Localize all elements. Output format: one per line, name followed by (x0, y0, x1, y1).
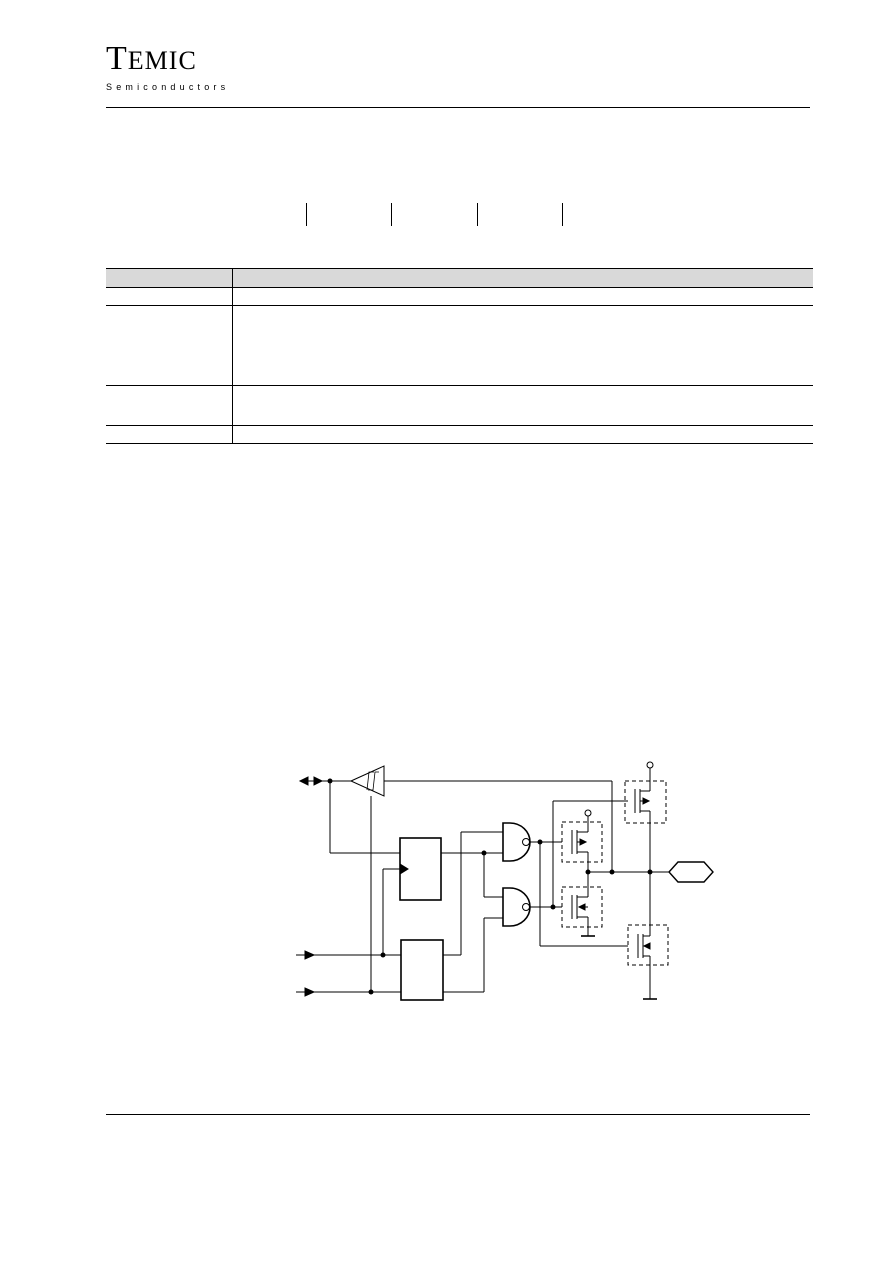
tab-stop-mark (391, 203, 392, 226)
inverter-bubble (522, 838, 530, 846)
brand-initial: T (106, 40, 128, 77)
table-cell (106, 425, 233, 444)
inverter-bubble (522, 903, 530, 911)
vdd-terminal-icon (646, 761, 654, 769)
mosfet-box (627, 924, 669, 966)
table-cell (106, 385, 233, 426)
table-header-row (106, 268, 813, 288)
footer-rule (106, 1114, 810, 1115)
schmitt-trigger-buffer (349, 765, 385, 797)
brand-name: TEMIC (106, 42, 229, 78)
brand-rest: EMIC (127, 46, 197, 75)
brand-subtitle: Semiconductors (106, 82, 230, 92)
output-pad-icon (668, 861, 714, 883)
mosfet-box (561, 821, 603, 863)
input-arrow-icon (304, 987, 316, 997)
junction-dots (327, 778, 653, 995)
nand-gate (502, 822, 531, 862)
table-cell (106, 305, 233, 386)
table-header-cell (232, 268, 813, 288)
input-arrow-icon (304, 950, 316, 960)
tab-stop-mark (562, 203, 563, 226)
description-table (106, 268, 813, 444)
bidirectional-arrow-icon (298, 776, 330, 786)
clock-input-marker (399, 863, 409, 875)
vdd-terminal-icon (584, 809, 592, 817)
nand-gate (502, 887, 531, 927)
latch-block (400, 939, 444, 1001)
temic-logo: TEMIC Semiconductors (106, 42, 230, 93)
table-row (106, 385, 813, 426)
tab-stop-mark (306, 203, 307, 226)
table-cell (232, 425, 813, 444)
header-rule (106, 107, 810, 108)
mosfet-box (561, 886, 603, 928)
table-row (106, 425, 813, 444)
table-header-cell (106, 268, 233, 288)
tab-stop-mark (477, 203, 478, 226)
